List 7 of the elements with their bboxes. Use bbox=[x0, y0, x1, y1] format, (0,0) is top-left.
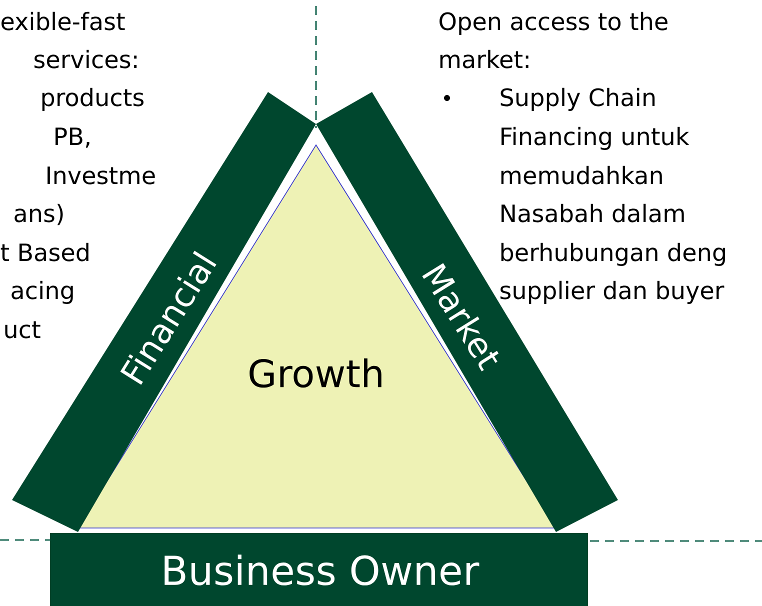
base-banner: Business Owner bbox=[50, 533, 588, 606]
text-line: services: bbox=[34, 50, 137, 68]
text-line: ans) bbox=[14, 204, 63, 226]
text-line: Open access to the bbox=[440, 12, 668, 35]
text-line: market: bbox=[440, 50, 528, 68]
text-line: exible-fast bbox=[2, 12, 125, 30]
text-line: acing bbox=[12, 280, 73, 304]
